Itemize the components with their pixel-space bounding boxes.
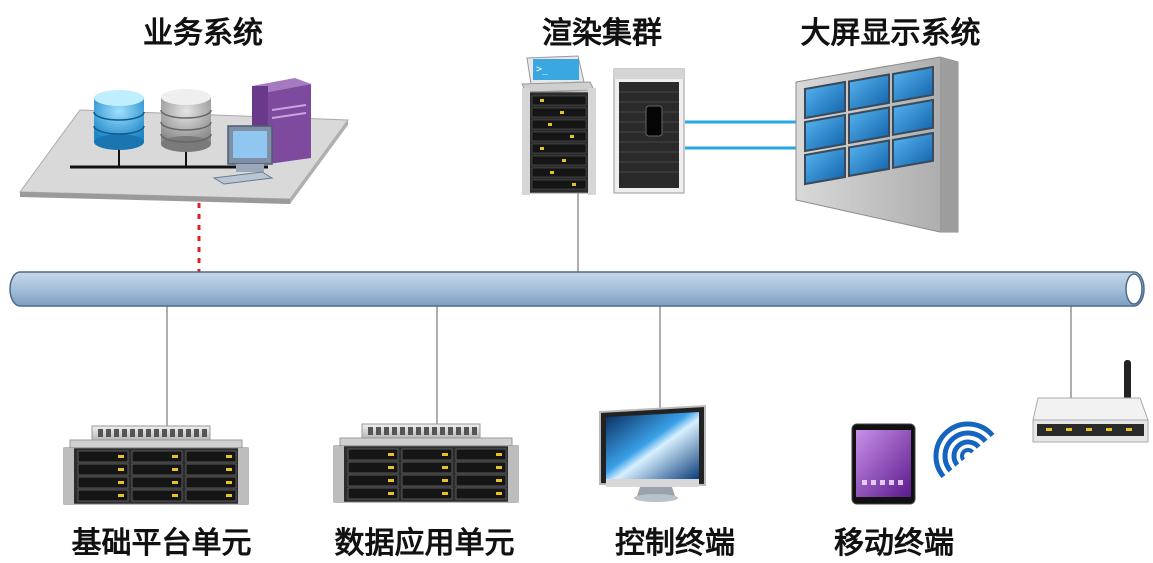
data-application-label: 数据应用单元 — [334, 526, 515, 561]
display-panel — [848, 106, 890, 145]
storage-array-icon — [333, 423, 519, 503]
drive-bay — [131, 476, 183, 489]
drive-bay — [347, 487, 399, 500]
drive-bay — [401, 487, 453, 500]
database-icon — [93, 90, 145, 150]
display-panel — [848, 73, 890, 112]
drive-bay — [185, 476, 237, 489]
database-icon — [160, 89, 212, 152]
drive-bay — [455, 487, 507, 500]
storage-array-icon — [63, 425, 249, 505]
drive-bay — [401, 474, 453, 487]
tablet-icon — [851, 423, 916, 505]
drive-bay — [455, 474, 507, 487]
drive-bay — [185, 450, 237, 463]
drive-bay — [455, 448, 507, 461]
drive-bay — [131, 463, 183, 476]
rack-server-icon: >_ — [521, 55, 596, 195]
mobile-terminal-label: 移动终端 — [834, 526, 954, 561]
drive-bay — [401, 461, 453, 474]
render-cluster-label: 渲染集群 — [542, 16, 662, 51]
drive-bay — [185, 463, 237, 476]
display-panel — [892, 98, 934, 136]
drive-bay — [77, 476, 129, 489]
tower-server-icon — [613, 68, 685, 194]
wifi-signal-icon — [933, 421, 995, 479]
display-panel — [892, 65, 934, 103]
display-panel — [892, 131, 934, 169]
render-cluster-group: >_ — [521, 55, 685, 195]
monitor-icon — [599, 404, 706, 502]
display-panel — [804, 146, 846, 186]
business-system-group — [19, 78, 349, 204]
drive-bay — [77, 463, 129, 476]
drive-bay — [77, 450, 129, 463]
drive-bay — [401, 448, 453, 461]
display-panel — [848, 139, 890, 178]
network-bus — [9, 271, 1145, 307]
drive-bay — [185, 489, 237, 502]
drive-bay — [347, 461, 399, 474]
basic-platform-label: 基础平台单元 — [71, 526, 252, 561]
drive-bay — [77, 489, 129, 502]
drive-bay — [455, 461, 507, 474]
video-wall-icon — [795, 56, 959, 233]
drive-bay — [131, 489, 183, 502]
control-terminal-label: 控制终端 — [615, 526, 735, 561]
workstation-icon — [212, 125, 274, 185]
drive-bay — [347, 474, 399, 487]
display-system-label: 大屏显示系统 — [800, 16, 981, 51]
svg-text:>_: >_ — [536, 64, 549, 75]
wireless-router-icon — [1032, 360, 1149, 443]
business-system-label: 业务系统 — [143, 16, 263, 51]
drive-bay — [347, 448, 399, 461]
display-panel — [804, 113, 846, 153]
display-panel — [804, 80, 846, 120]
drive-bay — [131, 450, 183, 463]
